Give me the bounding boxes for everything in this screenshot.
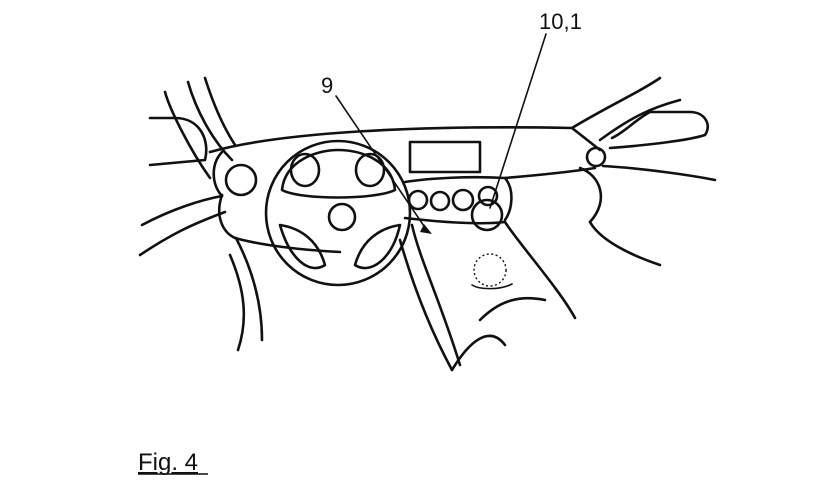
steering-wheel (264, 139, 412, 287)
label-9: 9 (321, 73, 333, 98)
dotted-knob-outline (473, 253, 507, 287)
leader-line-9 (335, 95, 429, 233)
right-side (503, 76, 717, 267)
left-a-pillar (148, 76, 237, 180)
label-10-1: 10,1 (539, 9, 582, 34)
center-display (408, 140, 482, 174)
leader-line-10-1 (489, 33, 547, 209)
dashboard (138, 126, 602, 352)
control-knob (470, 198, 504, 232)
center-vents (403, 175, 513, 225)
center-console (398, 220, 577, 372)
figure-caption: Fig. 4 (138, 449, 198, 476)
arrow-head-9 (420, 224, 432, 234)
